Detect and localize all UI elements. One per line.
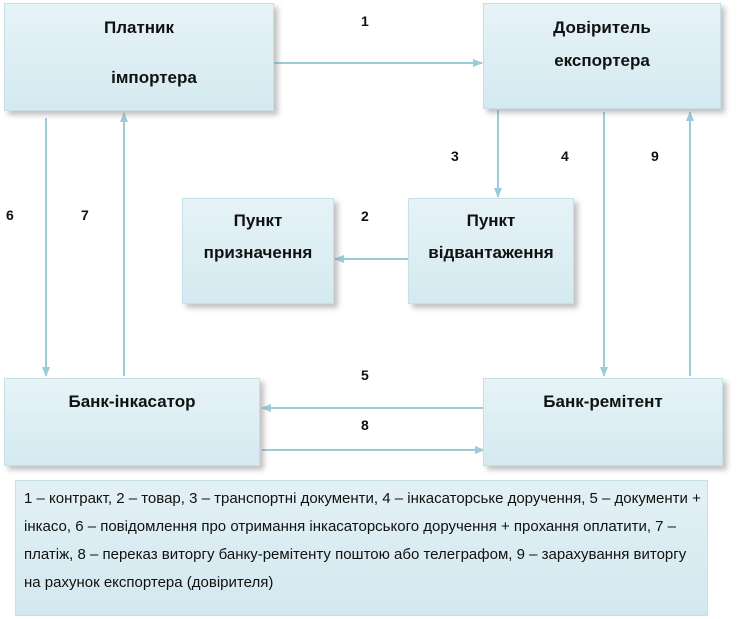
importer-payer-line1: Платник <box>103 18 175 37</box>
destination-point-box: Пункт призначення <box>182 198 334 304</box>
step-number-1: 1 <box>361 13 369 29</box>
importer-payer-box: Платник імпортера <box>4 3 274 111</box>
step-number-3: 3 <box>451 148 459 164</box>
destination-point-line1: Пункт <box>233 211 283 230</box>
shipment-point-line2: відвантаження <box>428 243 554 262</box>
shipment-point-box: Пункт відвантаження <box>408 198 574 304</box>
remitting-bank-label: Банк-ремітент <box>543 392 663 411</box>
step-number-4: 4 <box>561 148 569 164</box>
step-number-8: 8 <box>361 417 369 433</box>
step-number-6: 6 <box>6 207 14 223</box>
collecting-bank-label: Банк-інкасатор <box>68 392 196 411</box>
legend-text: 1 – контракт, 2 – товар, 3 – транспортні… <box>24 490 701 591</box>
destination-point-line2: призначення <box>203 243 313 262</box>
exporter-principal-box: Довіритель експортера <box>483 3 721 109</box>
step-number-7: 7 <box>81 207 89 223</box>
collecting-bank-box: Банк-інкасатор <box>4 378 260 466</box>
step-number-2: 2 <box>361 208 369 224</box>
step-number-9: 9 <box>651 148 659 164</box>
step-number-5: 5 <box>361 367 369 383</box>
shipment-point-line1: Пункт <box>466 211 516 230</box>
legend-box: 1 – контракт, 2 – товар, 3 – транспортні… <box>15 480 708 616</box>
exporter-principal-line2: експортера <box>554 51 650 70</box>
exporter-principal-line1: Довіритель <box>553 18 651 37</box>
remitting-bank-box: Банк-ремітент <box>483 378 723 466</box>
importer-payer-line2: імпортера <box>111 68 197 87</box>
